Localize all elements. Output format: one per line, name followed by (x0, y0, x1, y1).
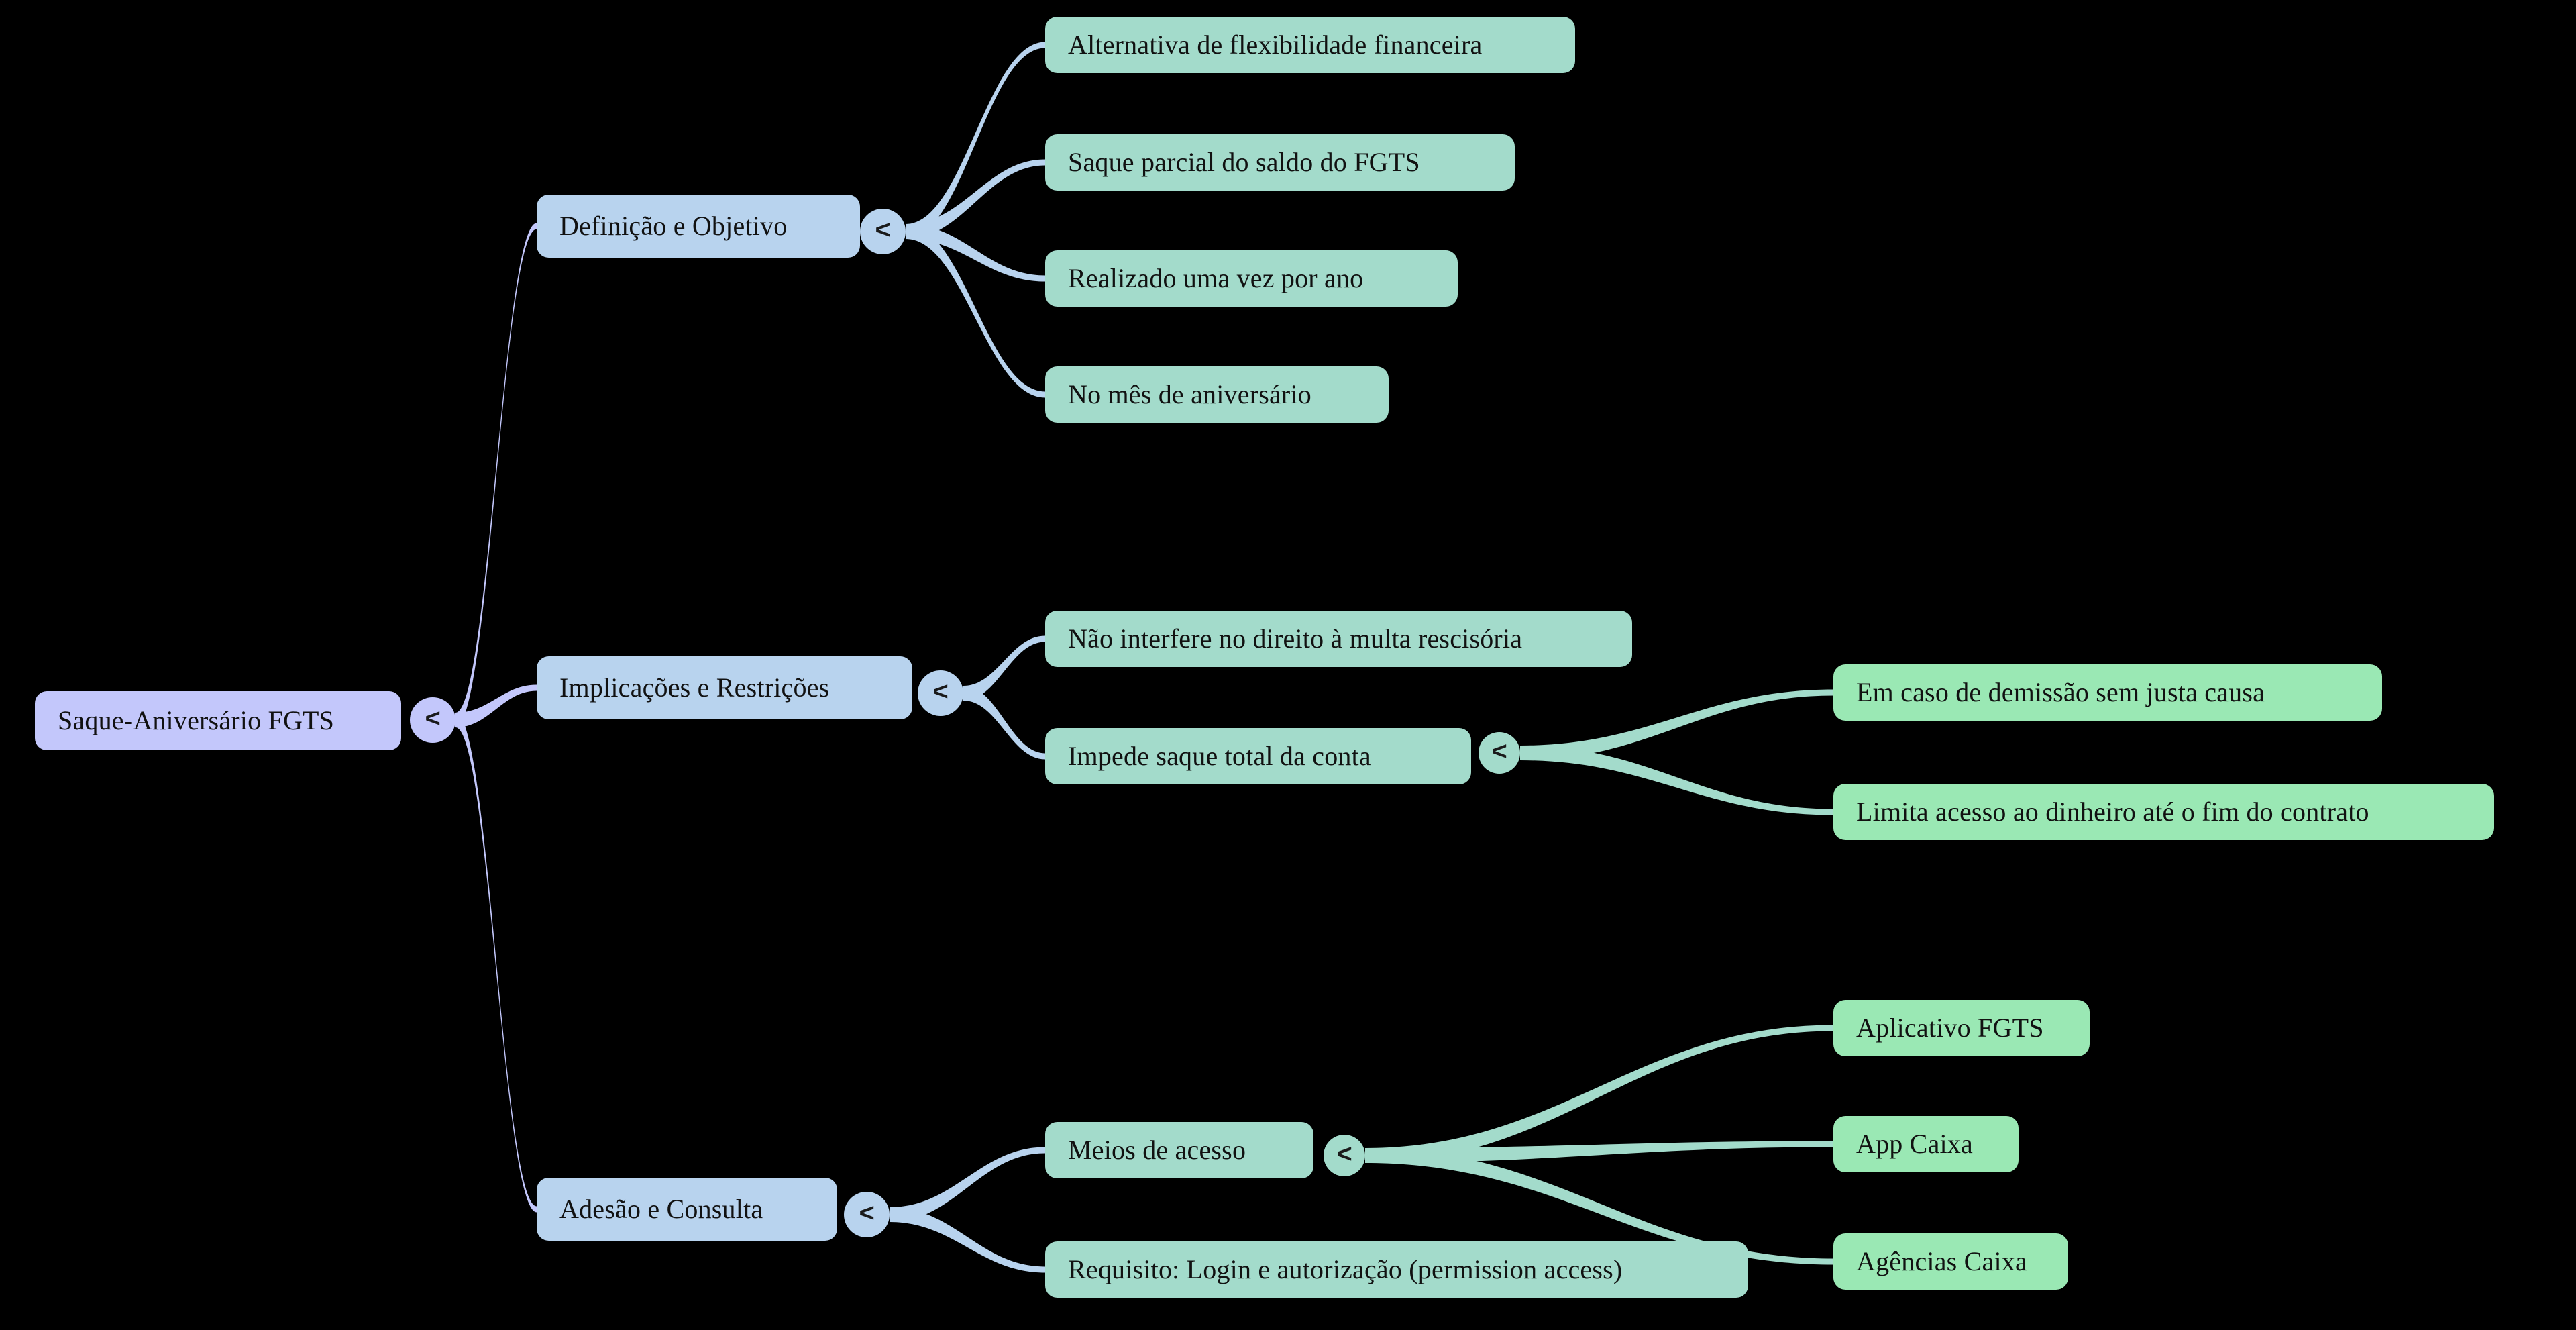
mindmap-node-alternativa[interactable]: Alternativa de flexibilidade financeira (1045, 17, 1575, 73)
node-label: App Caixa (1856, 1129, 1973, 1159)
node-label: Saque parcial do saldo do FGTS (1068, 147, 1420, 177)
mindmap-node-mes-aniversario[interactable]: No mês de aniversário (1045, 366, 1389, 423)
node-label: Aplicativo FGTS (1856, 1013, 2044, 1043)
mindmap-node-root[interactable]: Saque-Aniversário FGTS (35, 691, 401, 750)
mindmap-node-limita[interactable]: Limita acesso ao dinheiro até o fim do c… (1833, 784, 2494, 840)
edge-n-definicao-to-n-mes-aniversario (906, 224, 1045, 398)
edge-root-to-n-adesao (455, 713, 537, 1213)
edge-n-meios-to-n-agencias (1365, 1148, 1833, 1265)
chevron-left-icon: < (425, 705, 441, 733)
mindmap-node-adesao[interactable]: Adesão e Consulta (537, 1178, 837, 1241)
mindmap-node-impede-saque[interactable]: Impede saque total da conta (1045, 728, 1471, 784)
chevron-left-icon: < (859, 1199, 875, 1227)
edge-root-to-n-implicacoes (455, 684, 537, 727)
edge-n-definicao-to-n-alternativa (906, 42, 1045, 239)
edge-n-meios-to-n-app-fgts (1365, 1025, 1833, 1163)
mindmap-node-implicacoes[interactable]: Implicações e Restrições (537, 656, 912, 719)
collapse-toggle-implicacoes[interactable]: < (918, 670, 963, 716)
edge-n-adesao-to-n-requisito (890, 1207, 1045, 1273)
node-label: Meios de acesso (1068, 1135, 1246, 1165)
chevron-left-icon: < (875, 216, 891, 244)
collapse-toggle-impede-saque[interactable]: < (1479, 732, 1520, 774)
node-label: Em caso de demissão sem justa causa (1856, 677, 2265, 707)
mindmap-node-definicao[interactable]: Definição e Objetivo (537, 195, 860, 258)
edge-n-impede-saque-to-n-demissao (1520, 689, 1833, 760)
edge-n-meios-to-n-app-caixa (1365, 1141, 1833, 1163)
chevron-left-icon: < (932, 678, 949, 706)
node-label: Alternativa de flexibilidade financeira (1068, 30, 1483, 60)
mindmap-node-app-caixa[interactable]: App Caixa (1833, 1116, 2019, 1172)
collapse-toggle-meios[interactable]: < (1324, 1135, 1365, 1176)
collapse-toggle-root[interactable]: < (410, 697, 455, 743)
edge-n-implicacoes-to-n-impede-saque (963, 686, 1045, 760)
edge-n-adesao-to-n-meios (890, 1147, 1045, 1222)
node-label: Agências Caixa (1856, 1246, 2027, 1276)
node-label: Realizado uma vez por ano (1068, 263, 1364, 293)
edge-n-implicacoes-to-n-multa (963, 635, 1045, 701)
node-label: Adesão e Consulta (559, 1194, 763, 1224)
collapse-toggle-definicao[interactable]: < (860, 209, 906, 254)
chevron-left-icon: < (1336, 1140, 1352, 1168)
collapse-toggle-adesao[interactable]: < (844, 1192, 890, 1237)
edge-n-impede-saque-to-n-limita (1520, 746, 1833, 815)
mindmap-node-demissao[interactable]: Em caso de demissão sem justa causa (1833, 664, 2382, 721)
node-label: Não interfere no direito à multa rescisó… (1068, 623, 1523, 654)
mindmap-node-app-fgts[interactable]: Aplicativo FGTS (1833, 1000, 2090, 1056)
node-label: Implicações e Restrições (559, 672, 830, 703)
edge-root-to-n-definicao (455, 223, 537, 727)
chevron-left-icon: < (1491, 737, 1507, 766)
node-label: Definição e Objetivo (559, 211, 788, 241)
mindmap-node-saque-parcial[interactable]: Saque parcial do saldo do FGTS (1045, 134, 1515, 191)
node-label: Saque-Aniversário FGTS (58, 705, 335, 735)
mindmap-node-uma-vez-ano[interactable]: Realizado uma vez por ano (1045, 250, 1458, 307)
mindmap-node-multa[interactable]: Não interfere no direito à multa rescisó… (1045, 611, 1632, 667)
node-label: No mês de aniversário (1068, 379, 1311, 409)
edge-n-definicao-to-n-saque-parcial (906, 159, 1045, 239)
node-label: Limita acesso ao dinheiro até o fim do c… (1856, 797, 2369, 827)
mindmap-node-requisito[interactable]: Requisito: Login e autorização (permissi… (1045, 1241, 1748, 1298)
node-label: Requisito: Login e autorização (permissi… (1068, 1254, 1623, 1284)
edge-n-definicao-to-n-uma-vez-ano (906, 224, 1045, 282)
mindmap-node-agencias[interactable]: Agências Caixa (1833, 1233, 2068, 1290)
mindmap-node-meios[interactable]: Meios de acesso (1045, 1122, 1313, 1178)
node-label: Impede saque total da conta (1068, 741, 1371, 771)
